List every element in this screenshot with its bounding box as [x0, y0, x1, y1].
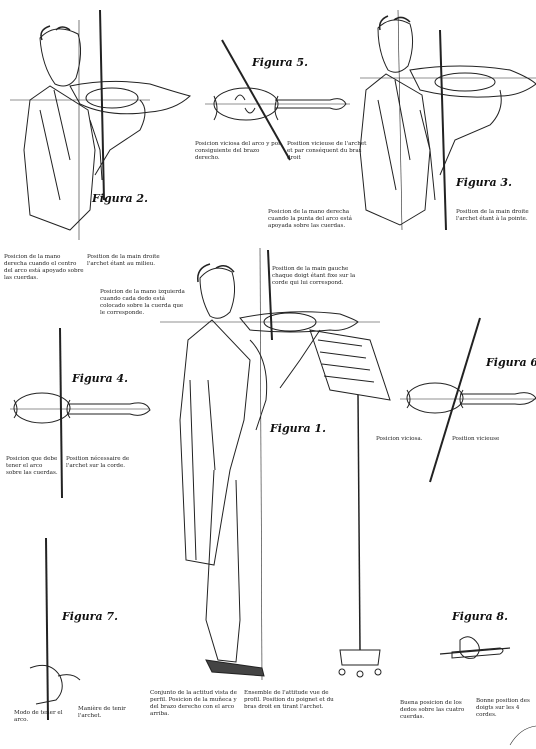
figure-7-bow-drawing [30, 538, 80, 720]
figure-1-left-hand-caption-es: Posicion de la mano izquierda cuando cad… [100, 289, 190, 317]
figure-7-title: Figura 7. [62, 610, 118, 623]
figure-5-title: Figura 5. [252, 56, 308, 69]
figure-3-caption-es: Posicion de la mano derecha cuando la pu… [268, 209, 358, 230]
figure-7-caption-es: Modo de tener el arco. [14, 710, 72, 724]
figure-1-title: Figura 1. [270, 422, 326, 435]
figure-4-caption-es: Posicion que debe tener el arco sobre la… [6, 456, 58, 477]
figure-1-caption-es: Conjunto de la actitud vista de perfil. … [150, 690, 240, 718]
figure-8-caption-fr: Bonne position des doigts sur les 4 cord… [476, 698, 536, 719]
figure-4-title: Figura 4. [72, 372, 128, 385]
figure-3-caption-fr: Position de la main droite l'archet étan… [456, 209, 536, 223]
figure-8-caption-es: Buena posicion de los dedos sobre las cu… [400, 700, 472, 721]
figure-3-violinist-drawing [360, 10, 536, 230]
figure-3-title: Figura 3. [456, 176, 512, 189]
figure-2-caption-es: Posicion de la mano derecha cuando el ce… [4, 254, 84, 282]
figure-6-violin-drawing [400, 318, 536, 482]
figure-7-caption-fr: Manière de tenir l'archet. [78, 706, 134, 720]
figure-1-left-hand-caption-fr: Position de la main gauche chaque doigt … [272, 266, 358, 287]
figure-1-caption-fr: Ensemble de l'attitude vue de profil. Po… [244, 690, 336, 711]
figure-4-caption-fr: Position nécessaire de l'archet sur la c… [66, 456, 138, 470]
figure-5-caption-fr: Position vicieuse de l'archet et par con… [287, 141, 369, 162]
figure-8-hand-drawing [440, 637, 510, 659]
figure-2-title: Figura 2. [92, 192, 148, 205]
figure-1-violinist-drawing [160, 248, 390, 680]
figure-5-caption-es: Posicion viciosa del arco y por consigui… [195, 141, 283, 162]
figure-6-caption-es: Posicion viciosa. [376, 436, 436, 443]
figure-2-violinist-drawing [10, 10, 190, 240]
figure-2-caption-fr: Position de la main droite l'archet étan… [87, 254, 167, 268]
figure-6-title: Figura 6. [486, 356, 536, 369]
figure-6-caption-fr: Position vicieuse [452, 436, 522, 443]
figure-8-title: Figura 8. [452, 610, 508, 623]
